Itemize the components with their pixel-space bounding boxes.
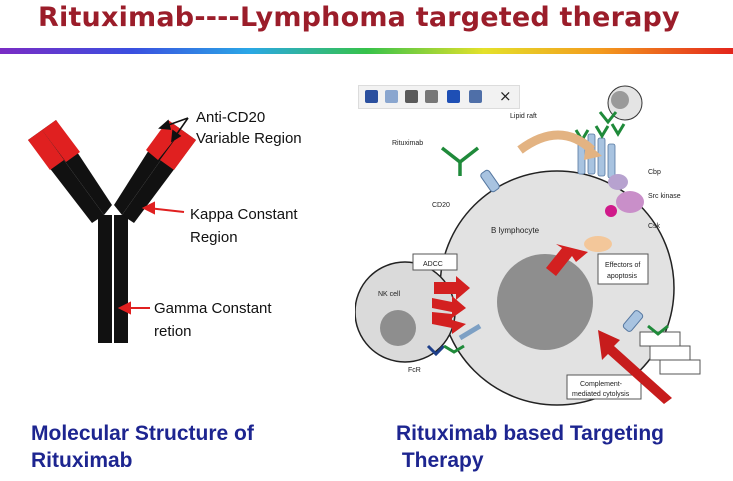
lipid-raft-label: Lipid raft (510, 113, 537, 120)
cbp-protein (608, 174, 628, 190)
effectors-label-line1: Effectors of (605, 262, 640, 269)
gamma-region-label-line1: Gamma Constant (154, 300, 272, 317)
fcr-label: FcR (408, 367, 421, 374)
complement-box (566, 374, 642, 400)
antibody-stem-right (114, 215, 128, 343)
nk-cell-label: NK cell (378, 291, 401, 298)
complement-arrow (598, 330, 672, 404)
adcc-box (412, 253, 458, 271)
rituximab-antibody (440, 146, 480, 176)
curved-arrow (517, 130, 596, 154)
complement-label-line2: mediated cytolysis (572, 391, 630, 398)
rainbow-divider (0, 48, 733, 54)
src-kinase-protein (616, 191, 644, 213)
gamma-region-label-line2: retion (154, 323, 192, 340)
antibody-right-arm (114, 120, 196, 223)
effectors-box (597, 253, 649, 285)
b-lymphocyte-nucleus (497, 254, 593, 350)
right-caption-line1: Rituximab based Targeting (396, 422, 664, 445)
cd20-label: CD20 (432, 202, 450, 209)
right-caption-line2: Therapy (396, 449, 484, 472)
save-icon[interactable] (365, 90, 378, 103)
fcr-antibody-bridge (426, 323, 482, 357)
complement-label-line1: Complement- (580, 381, 623, 388)
b-lymphocyte-label: B lymphocyte (491, 226, 540, 235)
apoptosis-arrow (546, 244, 588, 276)
cbp-label: Cbp (648, 169, 661, 176)
right-caption: Rituximab based Targeting Therapy (396, 420, 664, 474)
csk-label: Csk (648, 223, 661, 230)
adcc-label: ADCC (423, 261, 443, 268)
csk-protein (605, 205, 617, 217)
left-caption-line1: Molecular Structure of (31, 422, 254, 445)
mechanism-diagram: Lipid raft Rituximab CD20 B lymphocyte C… (355, 85, 701, 406)
complement-cascade (639, 331, 701, 375)
export-icon[interactable] (425, 90, 438, 103)
lipid-raft-antibodies (574, 111, 626, 143)
cd20-receptor (480, 169, 500, 193)
image-toolbar: × (358, 85, 520, 109)
antibody-stem-left (98, 215, 112, 343)
right-receptor-antibody (622, 310, 669, 336)
left-caption: Molecular Structure of Rituximab (31, 420, 254, 474)
print-icon[interactable] (405, 90, 418, 103)
rituximab-label: Rituximab (392, 140, 423, 147)
nk-cell-nucleus (380, 310, 416, 346)
word-icon[interactable] (447, 90, 460, 103)
antibody-left-arm (28, 120, 112, 223)
page-title: Rituximab----Lymphoma targeted therapy (38, 2, 680, 33)
adcc-arrows (432, 276, 470, 334)
kappa-region-label-line2: Region (190, 229, 238, 246)
kappa-region-label-line1: Kappa Constant (190, 206, 298, 223)
effectors-label-line2: apoptosis (607, 273, 637, 280)
effector-protein (584, 236, 612, 252)
close-icon[interactable]: × (499, 87, 512, 105)
antibody-structure-diagram: Anti-CD20 Variable Region Kappa Constant… (28, 109, 302, 343)
src-kinase-label: Src kinase (648, 193, 681, 200)
brush-icon[interactable] (469, 90, 482, 103)
variable-region-label-line1: Anti-CD20 (196, 109, 265, 126)
variable-region-label-line2: Variable Region (196, 130, 302, 147)
copy-icon[interactable] (385, 90, 398, 103)
t-cell-nucleus (611, 91, 629, 109)
left-caption-line2: Rituximab (31, 449, 133, 472)
